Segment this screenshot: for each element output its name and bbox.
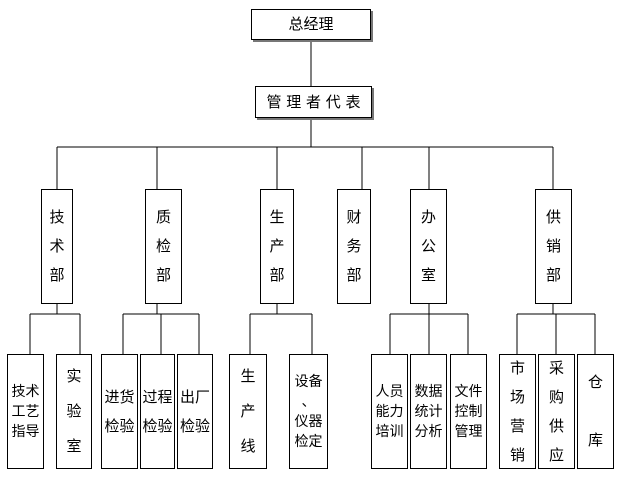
management-representative-label: 管 理 者 代 表	[266, 92, 361, 111]
unit-incoming-inspection-box: 进货 检验	[101, 354, 138, 469]
department-quality-box: 质 检 部	[145, 189, 182, 304]
department-sales-supply-box: 供 销 部	[535, 189, 572, 304]
unit-process-inspection-box: 过程 检验	[140, 354, 175, 469]
department-quality-label: 质 检 部	[155, 208, 171, 284]
department-office-label: 办 公 室	[420, 208, 436, 284]
department-sales-supply-label: 供 销 部	[545, 208, 561, 284]
unit-technical-guidance-label: 技术 工艺 指导	[11, 383, 40, 440]
department-finance-box: 财 务 部	[337, 189, 371, 304]
unit-equipment-calibration-box: 设备 、 仪器 检定	[289, 354, 328, 469]
unit-process-inspection-label: 过程 检验	[142, 387, 173, 435]
unit-warehouse-box: 仓 库	[577, 354, 614, 469]
unit-outgoing-inspection-label: 出厂 检验	[179, 387, 210, 435]
general-manager-label: 总经理	[288, 15, 334, 33]
unit-procurement-label: 采 购 供 应	[548, 358, 564, 464]
unit-marketing-box: 市 场 营 销	[499, 354, 536, 469]
unit-production-line-label: 生 产 线	[240, 367, 256, 455]
department-office-box: 办 公 室	[410, 189, 447, 304]
unit-marketing-label: 市 场 营 销	[509, 358, 525, 464]
unit-equipment-calibration-label: 设备 、 仪器 检定	[294, 373, 323, 450]
department-production-label: 生 产 部	[269, 208, 285, 284]
unit-laboratory-box: 实 验 室	[56, 354, 92, 469]
unit-data-analysis-label: 数据 统计 分析	[414, 383, 443, 440]
unit-incoming-inspection-label: 进货 检验	[104, 387, 135, 435]
department-finance-label: 财 务 部	[346, 208, 362, 284]
unit-personnel-training-label: 人员 能力 培训	[375, 383, 404, 440]
unit-procurement-box: 采 购 供 应	[538, 354, 575, 469]
unit-production-line-box: 生 产 线	[229, 354, 267, 469]
department-technology-label: 技 术 部	[49, 208, 65, 284]
unit-technical-guidance-box: 技术 工艺 指导	[7, 354, 44, 469]
unit-document-control-box: 文件 控制 管理	[450, 354, 487, 469]
unit-personnel-training-box: 人员 能力 培训	[371, 354, 408, 469]
unit-outgoing-inspection-box: 出厂 检验	[177, 354, 213, 469]
unit-data-analysis-box: 数据 统计 分析	[410, 354, 447, 469]
unit-document-control-label: 文件 控制 管理	[454, 383, 483, 440]
general-manager-box: 总经理	[251, 9, 371, 40]
management-representative-box: 管 理 者 代 表	[255, 86, 372, 118]
department-technology-box: 技 术 部	[41, 189, 73, 304]
department-production-box: 生 产 部	[260, 189, 294, 304]
unit-laboratory-label: 实 验 室	[66, 367, 82, 455]
unit-warehouse-label: 仓 库	[587, 373, 603, 449]
